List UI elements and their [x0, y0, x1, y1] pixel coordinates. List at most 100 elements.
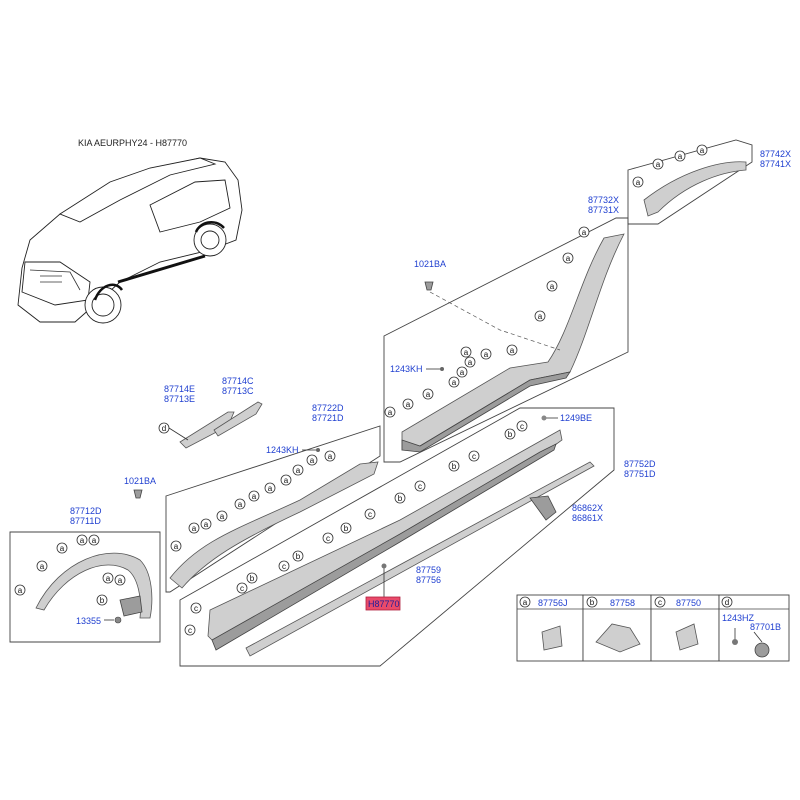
label-87731X: 87731X	[588, 205, 619, 215]
callout-circle	[504, 428, 516, 440]
label-87751D: 87751D	[624, 469, 656, 479]
diagram-title: KIA AEURPHY24 - H87770	[78, 138, 187, 148]
label-87722D: 87722D	[312, 403, 344, 413]
legend-b-part: 87758	[610, 598, 635, 608]
callout-circle	[170, 540, 182, 552]
label-87741X: 87741X	[760, 159, 791, 169]
callout-letter: a	[80, 536, 85, 545]
callout-circle	[414, 480, 426, 492]
rear-arch-group: a a a a 87742X 87741X	[627, 139, 791, 225]
callout-letter: d	[725, 598, 729, 607]
label-87714C: 87714C	[222, 376, 254, 386]
callout-circle	[448, 376, 460, 388]
highlighted-part-marker[interactable]	[365, 596, 401, 611]
callout-letter: c	[658, 598, 662, 607]
callout-letter: a	[174, 542, 179, 551]
label-87742X: 87742X	[760, 149, 791, 159]
callout-circle	[306, 454, 318, 466]
callout-circle	[468, 450, 480, 462]
callout-circle	[264, 482, 276, 494]
callout-letter: c	[326, 534, 330, 543]
legend-b-icon	[595, 623, 641, 653]
legend-c-part: 87750	[676, 598, 701, 608]
quarter-moulding-group: a a a a a a a a a a a a a 87732X 87731X …	[383, 195, 629, 463]
callout-circle	[448, 460, 460, 472]
callout-circle	[562, 252, 574, 264]
label-86862X: 86862X	[572, 503, 603, 513]
callout-letter: b	[452, 462, 457, 471]
callout-letter: b	[344, 524, 349, 533]
callout-circle	[394, 492, 406, 504]
label-87721D: 87721D	[312, 413, 344, 423]
callout-circle	[578, 226, 590, 238]
callout-letter: d	[162, 424, 166, 433]
callout-circle	[674, 150, 686, 162]
legend-a-part: 87756J	[538, 598, 568, 608]
front-arch-group: a a a a a a a b 87712D 87711D 13355 1021…	[9, 476, 161, 643]
callout-letter: c	[282, 562, 286, 571]
callout-circle	[56, 542, 68, 554]
callout-circle	[190, 602, 202, 614]
legend-cell-d	[718, 594, 790, 662]
label-1021BA-lower: 1021BA	[124, 476, 156, 486]
callout-letter: b	[296, 552, 301, 561]
callout-circle	[519, 596, 531, 608]
callout-circle	[248, 490, 260, 502]
callout-letter: b	[398, 494, 403, 503]
label-87714E: 87714E	[164, 384, 195, 394]
legend-d-sub1: 1243HZ	[722, 613, 755, 623]
callout-circle	[654, 596, 666, 608]
callout-letter: a	[40, 562, 45, 571]
callout-circle	[460, 346, 472, 358]
callout-circle	[516, 420, 528, 432]
callout-circle	[696, 144, 708, 156]
callout-circle	[364, 508, 376, 520]
callout-circle	[14, 584, 26, 596]
label-87752D: 87752D	[624, 459, 656, 469]
callout-circle	[422, 388, 434, 400]
callout-letter: a	[252, 492, 257, 501]
callout-circle	[292, 550, 304, 562]
callout-letter: a	[582, 228, 587, 237]
legend-a-icon	[541, 625, 563, 651]
callout-letter: a	[284, 476, 289, 485]
callout-letter: a	[452, 378, 457, 387]
callout-letter: c	[520, 422, 524, 431]
callout-circle	[200, 518, 212, 530]
callout-circle	[652, 158, 664, 170]
callout-letter: a	[484, 350, 489, 359]
label-87713C: 87713C	[222, 386, 254, 396]
callout-letter: a	[468, 358, 473, 367]
callout-letter: a	[192, 524, 197, 533]
callout-circle	[246, 572, 258, 584]
callout-letter: a	[460, 368, 465, 377]
callout-letter: c	[240, 584, 244, 593]
callout-letter: a	[204, 520, 209, 529]
callout-letter: a	[220, 512, 225, 521]
callout-circle	[384, 406, 396, 418]
callout-circle	[188, 522, 200, 534]
callout-letter: a	[406, 400, 411, 409]
callout-circle	[480, 348, 492, 360]
label-87756: 87756	[416, 575, 441, 585]
callout-circle	[632, 176, 644, 188]
callout-circle	[236, 582, 248, 594]
callout-circle	[721, 596, 733, 608]
callout-letter: a	[656, 160, 661, 169]
callout-letter: a	[510, 346, 515, 355]
callout-letter: c	[368, 510, 372, 519]
callout-letter: a	[268, 484, 273, 493]
label-1243KH-lower: 1243KH	[266, 445, 299, 455]
highlighted-part-label: H87770	[368, 599, 400, 609]
callout-letter: a	[18, 586, 23, 595]
callout-circle	[216, 510, 228, 522]
legend-c-icon	[675, 623, 699, 651]
callout-letter: c	[194, 604, 198, 613]
callout-letter: a	[328, 452, 333, 461]
callout-letter: a	[296, 466, 301, 475]
callout-letter: a	[92, 536, 97, 545]
label-1249BE: 1249BE	[560, 413, 592, 423]
label-87711D: 87711D	[70, 516, 101, 526]
label-1021BA-upper: 1021BA	[414, 259, 446, 269]
callout-circle	[114, 574, 126, 586]
